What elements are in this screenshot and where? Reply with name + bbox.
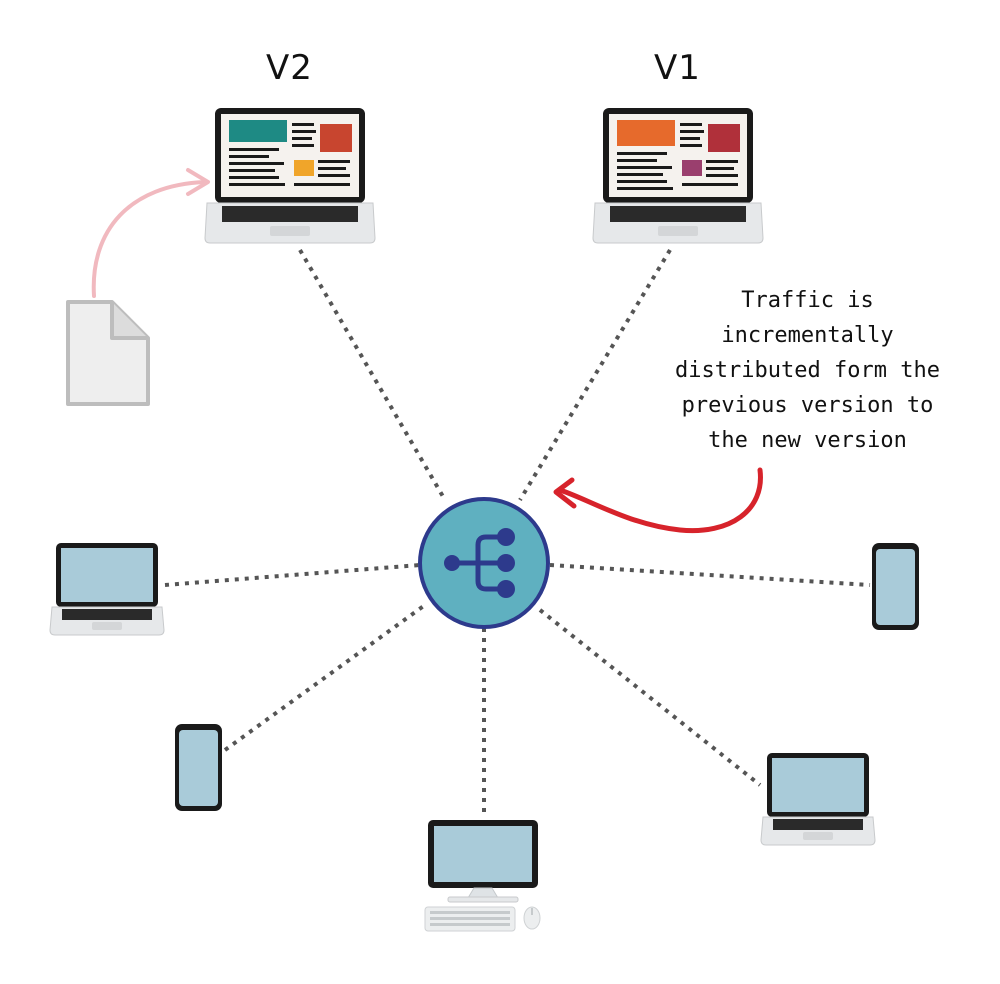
laptop-v2-icon (204, 108, 376, 244)
connectors (164, 248, 871, 815)
traffic-split-hub (418, 497, 550, 629)
laptop-icon (760, 753, 876, 846)
split-traffic-icon (444, 528, 515, 598)
connector-right-phone (549, 563, 871, 587)
annotation-line: Traffic is (741, 288, 874, 313)
annotation-line: distributed form the (675, 358, 940, 383)
connector-left-laptop (164, 563, 421, 587)
connector-v1 (518, 248, 672, 502)
annotation-line: previous version to (681, 393, 934, 418)
connector-right-laptop (538, 608, 762, 787)
traffic-annotation: Traffic is incrementally distributed for… (655, 283, 960, 458)
smartphone-icon (175, 724, 222, 811)
version-label-v1: V1 (654, 48, 701, 88)
connector-left-phone (223, 603, 427, 752)
document-icon (66, 300, 150, 406)
connector-v2 (298, 248, 447, 502)
version-label-v2: V2 (266, 48, 313, 88)
traffic-shift-arrow (553, 467, 763, 534)
annotation-line: incrementally (721, 323, 894, 348)
annotation-line: the new version (708, 428, 907, 453)
desktop-computer-icon (424, 820, 541, 932)
laptop-icon (49, 543, 165, 636)
deploy-arrow (91, 168, 210, 298)
laptop-v1-icon (592, 108, 764, 244)
smartphone-icon (872, 543, 919, 630)
